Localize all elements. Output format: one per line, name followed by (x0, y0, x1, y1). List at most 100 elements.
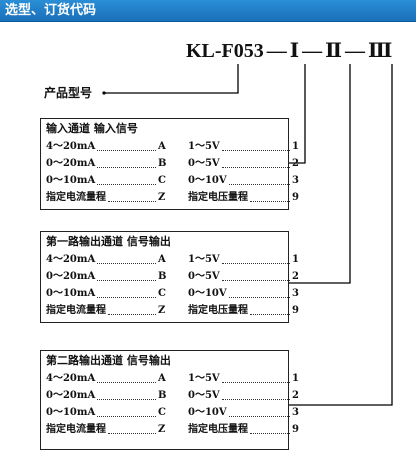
spec-option-right: 0～5V 2 (188, 388, 300, 404)
option-label: 0～10mA (46, 407, 96, 418)
connector-product (104, 64, 239, 94)
option-label: 1～5V (188, 373, 220, 384)
leader-dots (97, 280, 156, 281)
option-label: 0～5V (188, 390, 220, 401)
spec-option-left: 4～20mA A (46, 139, 166, 155)
option-code: 2 (292, 158, 299, 169)
option-label: 指定电流量程 (46, 192, 106, 203)
spec-option-left: 0～10mA C (46, 405, 166, 421)
leader-dots (97, 263, 156, 264)
option-code: C (158, 175, 166, 186)
option-label: 4～20mA (46, 373, 96, 384)
option-code: 3 (292, 407, 299, 418)
option-code: 1 (292, 141, 299, 152)
section-header: 选型、订货代码 (0, 0, 416, 22)
option-label: 4～20mA (46, 254, 96, 265)
leader-dots (229, 416, 290, 417)
section-title: 选型、订货代码 (5, 3, 97, 18)
leader-dots (97, 297, 156, 298)
leader-dots (229, 184, 290, 185)
spec-row: 0～10mA C 0～10V 3 (46, 173, 299, 189)
leader-dots (222, 399, 290, 400)
spec-option-left: 0～10mA C (46, 286, 166, 302)
leader-dots (97, 399, 156, 400)
option-label: 0～10mA (46, 288, 96, 299)
spec-box-title: 第二路输出通道 信号输出 (46, 354, 171, 367)
leader-dots (108, 314, 156, 315)
leader-dots (108, 433, 156, 434)
option-code: A (158, 141, 166, 152)
model-code-1: Ⅰ (289, 40, 300, 62)
option-code: 1 (292, 254, 299, 265)
option-label: 指定电压量程 (188, 192, 248, 203)
option-label: 指定电压量程 (188, 424, 248, 435)
spec-box-title: 第一路输出通道 信号输出 (46, 235, 171, 248)
option-code: 2 (292, 271, 299, 282)
option-label: 0～20mA (46, 390, 96, 401)
spec-option-left: 4～20mA A (46, 371, 166, 387)
leader-dots (97, 382, 156, 383)
option-code: 2 (292, 390, 299, 401)
leader-dots (250, 314, 290, 315)
option-code: C (158, 407, 166, 418)
option-code: B (158, 158, 167, 169)
option-label: 指定电压量程 (188, 305, 248, 316)
spec-row: 指定电流量程 Z 指定电压量程 9 (46, 422, 299, 438)
model-code-3: Ⅲ (368, 40, 393, 62)
leader-dots (108, 201, 156, 202)
leader-dots (97, 184, 156, 185)
option-label: 4～20mA (46, 141, 96, 152)
option-code: Z (158, 424, 166, 435)
option-label: 0～10V (188, 407, 227, 418)
leader-dots (222, 382, 290, 383)
spec-option-right: 0～10V 3 (188, 173, 300, 189)
model-code-2: Ⅱ (325, 40, 342, 62)
product-type-label: 产品型号 (44, 86, 93, 100)
connector-output1 (288, 64, 351, 284)
leader-dots (222, 167, 290, 168)
option-label: 0～10mA (46, 175, 96, 186)
option-label: 指定电流量程 (46, 305, 106, 316)
spec-row: 0～10mA C 0～10V 3 (46, 405, 299, 421)
leader-dots (250, 201, 290, 202)
leader-dots (229, 297, 290, 298)
connector-dot (102, 91, 106, 95)
option-label: 1～5V (188, 254, 220, 265)
option-label: 0～10V (188, 288, 227, 299)
leader-dots (250, 433, 290, 434)
leader-dots (97, 150, 156, 151)
option-label: 指定电流量程 (46, 424, 106, 435)
option-code: 1 (292, 373, 299, 384)
option-code: 9 (292, 424, 299, 435)
spec-box-title: 输入通道 输入信号 (46, 122, 138, 135)
leader-dots (97, 167, 156, 168)
option-label: 0～20mA (46, 271, 96, 282)
model-dash-2: — (302, 40, 323, 62)
leader-dots (222, 280, 290, 281)
option-code: 3 (292, 175, 299, 186)
leader-dots (222, 263, 290, 264)
model-dash-3: — (345, 40, 365, 62)
option-code: A (158, 373, 166, 384)
model-dash-1: — (266, 40, 287, 62)
option-label: 0～10V (188, 175, 227, 186)
option-code: C (158, 288, 166, 299)
spec-option-right: 1～5V 1 (188, 371, 300, 387)
spec-option-right: 指定电压量程 9 (188, 422, 300, 438)
connector-input (288, 64, 306, 164)
model-code: KL-F053—Ⅰ—Ⅱ—Ⅲ (186, 38, 392, 63)
